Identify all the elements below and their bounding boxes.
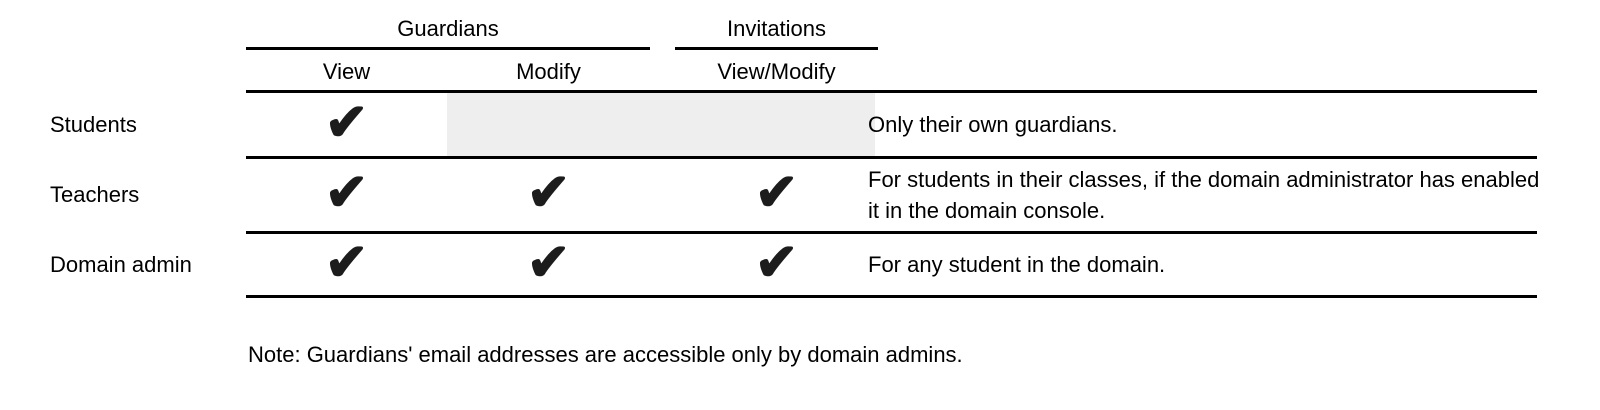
- column-header-view-modify: View/Modify: [717, 59, 836, 84]
- domain-admin-note: For any student in the domain.: [868, 252, 1166, 277]
- students-guardians-view-cell: ✔: [246, 93, 447, 156]
- table-rule-after-teachers: [246, 231, 1537, 234]
- row-label-teachers: Teachers: [50, 182, 140, 207]
- row-label-students: Students: [50, 111, 137, 137]
- footnote: Note: Guardians' email addresses are acc…: [248, 342, 963, 367]
- teachers-invitations-cell: ✔: [675, 159, 878, 231]
- domain-admin-invitations-cell: ✔: [675, 234, 878, 295]
- domain-admin-guardians-view-cell: ✔: [246, 234, 447, 295]
- check-icon: ✔: [526, 233, 571, 292]
- guardians-underline: [246, 47, 650, 50]
- column-group-invitations: Invitations: [726, 16, 827, 41]
- row-label-domain-admin: Domain admin: [50, 251, 192, 277]
- teachers-note: For students in their classes, if the do…: [868, 167, 1540, 223]
- table-rule-header: [246, 90, 1537, 93]
- check-icon: ✔: [754, 164, 799, 222]
- teachers-guardians-modify-cell: ✔: [447, 159, 650, 231]
- domain-admin-guardians-modify-cell: ✔: [447, 234, 650, 295]
- check-icon: ✔: [324, 164, 369, 222]
- column-group-guardians: Guardians: [397, 16, 499, 41]
- column-header-modify: Modify: [516, 59, 581, 84]
- table-rule-after-domain-admin: [246, 295, 1537, 298]
- check-icon: ✔: [754, 233, 799, 292]
- teachers-guardians-view-cell: ✔: [246, 159, 447, 231]
- students-disabled-cells-band: [447, 93, 875, 156]
- invitations-underline: [675, 47, 878, 50]
- check-icon: ✔: [324, 93, 369, 152]
- column-header-view: View: [322, 59, 371, 84]
- table-rule-after-students: [246, 156, 1537, 159]
- students-note: Only their own guardians.: [868, 112, 1118, 137]
- check-icon: ✔: [526, 164, 571, 222]
- check-icon: ✔: [324, 233, 369, 292]
